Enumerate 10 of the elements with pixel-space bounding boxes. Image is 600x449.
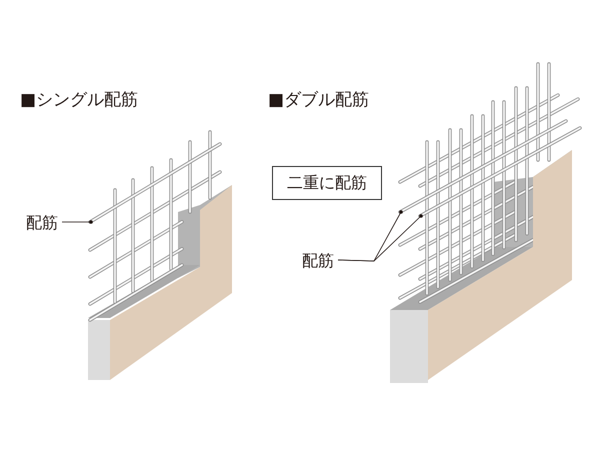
leader-line [338, 214, 423, 262]
callout-label: 配筋 [298, 250, 338, 272]
heading: ■シングル配筋 [20, 89, 138, 111]
callout-label: 配筋 [22, 212, 62, 234]
rebar [88, 142, 222, 224]
callout-box: 二重に配筋 [272, 166, 382, 200]
rebar [418, 126, 582, 218]
leader-line [62, 220, 93, 224]
rebar [398, 119, 568, 214]
heading: ■ダブル配筋 [268, 89, 370, 111]
